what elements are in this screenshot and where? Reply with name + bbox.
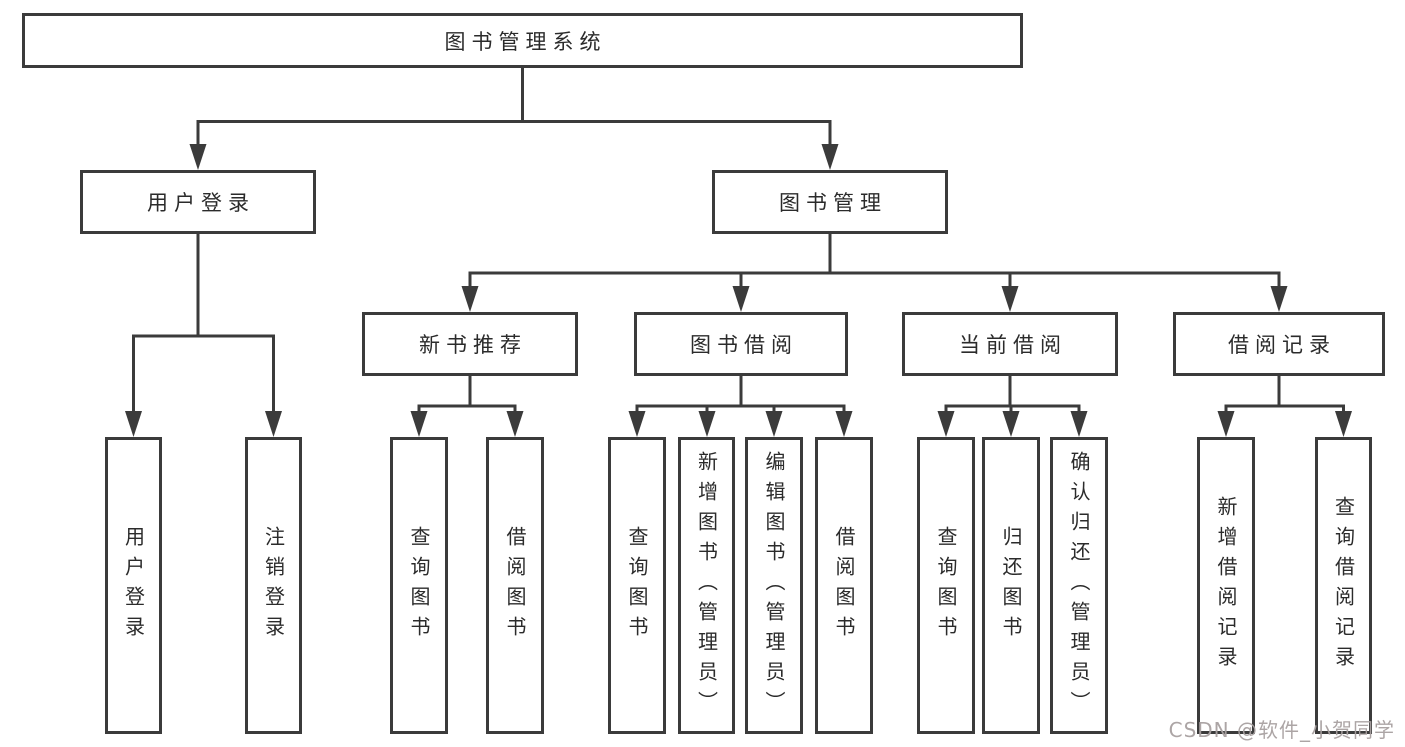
leaf-recommend-query-books: 查询图书 bbox=[390, 437, 448, 734]
node-root-system-label: 图书管理系统 bbox=[444, 29, 607, 54]
leaf-borrow-books: 借阅图书 bbox=[815, 437, 873, 734]
leaf-add-books-admin-label: 新增图书（管理员） bbox=[694, 450, 719, 721]
node-user-login: 用户登录 bbox=[80, 170, 316, 234]
leaf-return-books-label: 归还图书 bbox=[999, 525, 1023, 646]
leaf-confirm-return-admin-label: 确认归还（管理员） bbox=[1067, 450, 1091, 721]
csdn-watermark: CSDN @软件_小贺同学 bbox=[1168, 718, 1395, 742]
node-book-borrow-label: 图书借阅 bbox=[690, 333, 798, 357]
node-current-borrow-label: 当前借阅 bbox=[959, 333, 1067, 357]
node-root-system: 图书管理系统 bbox=[22, 13, 1023, 68]
leaf-borrow-books-label: 借阅图书 bbox=[832, 525, 856, 646]
leaf-add-books-admin: 新增图书（管理员） bbox=[678, 437, 735, 734]
node-user-login-label: 用户登录 bbox=[147, 191, 255, 215]
leaf-user-login-label: 用户登录 bbox=[121, 525, 146, 646]
leaf-current-query-books: 查询图书 bbox=[917, 437, 975, 734]
leaf-borrow-query-books-label: 查询图书 bbox=[625, 525, 649, 646]
node-book-management-label: 图书管理 bbox=[779, 191, 887, 215]
leaf-query-borrow-record-label: 查询借阅记录 bbox=[1331, 495, 1356, 676]
leaf-current-query-books-label: 查询图书 bbox=[934, 525, 958, 646]
leaf-edit-books-admin-label: 编辑图书（管理员） bbox=[762, 450, 786, 721]
arrowheads bbox=[125, 144, 1352, 437]
leaf-return-books: 归还图书 bbox=[982, 437, 1040, 734]
leaf-edit-books-admin: 编辑图书（管理员） bbox=[745, 437, 803, 734]
leaf-user-login: 用户登录 bbox=[105, 437, 162, 734]
leaf-add-borrow-record: 新增借阅记录 bbox=[1197, 437, 1255, 734]
node-borrow-records: 借阅记录 bbox=[1173, 312, 1385, 376]
leaf-recommend-borrow-books-label: 借阅图书 bbox=[503, 525, 527, 646]
leaf-query-borrow-record: 查询借阅记录 bbox=[1315, 437, 1372, 734]
node-borrow-records-label: 借阅记录 bbox=[1228, 333, 1336, 357]
leaf-recommend-borrow-books: 借阅图书 bbox=[486, 437, 544, 734]
leaf-logout: 注销登录 bbox=[245, 437, 302, 734]
leaf-recommend-query-books-label: 查询图书 bbox=[407, 525, 431, 646]
node-book-borrow: 图书借阅 bbox=[634, 312, 848, 376]
node-new-book-recommend: 新书推荐 bbox=[362, 312, 578, 376]
leaf-borrow-query-books: 查询图书 bbox=[608, 437, 666, 734]
node-current-borrow: 当前借阅 bbox=[902, 312, 1118, 376]
leaf-confirm-return-admin: 确认归还（管理员） bbox=[1050, 437, 1108, 734]
leaf-logout-label: 注销登录 bbox=[261, 525, 286, 646]
node-new-book-recommend-label: 新书推荐 bbox=[419, 333, 527, 357]
leaf-add-borrow-record-label: 新增借阅记录 bbox=[1214, 495, 1238, 676]
node-book-management: 图书管理 bbox=[712, 170, 948, 234]
